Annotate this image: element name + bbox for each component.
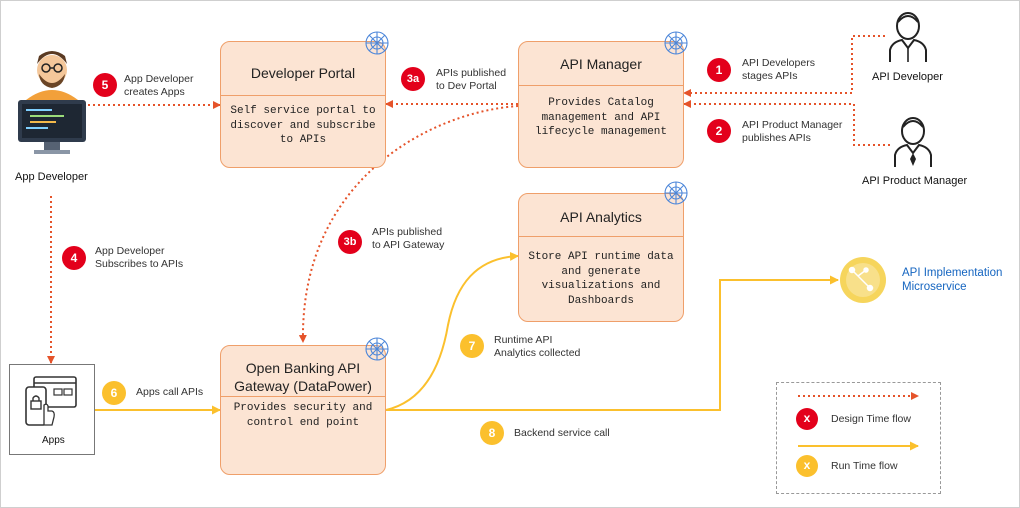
api-analytics-description: Store API runtime data and generate visu… <box>525 250 677 308</box>
developer-portal-description: Self service portal to discover and subs… <box>227 104 379 148</box>
legend: x Design Time flow x Run Time flow <box>776 382 941 494</box>
step-3a-badge: 3a <box>401 67 425 91</box>
step-5-label-line: App Developer <box>95 245 165 257</box>
gateway-title: Open Banking API Gateway (DataPower) <box>221 359 385 395</box>
api-analytics-desc-line: visualizations and <box>541 280 661 292</box>
flow-8-gateway-to-microservice <box>386 275 839 411</box>
step-8-label: Backend service call <box>514 427 610 439</box>
network-icon <box>664 181 688 205</box>
gateway-description: Provides security and control end point <box>227 401 379 430</box>
microservice-label-line: API Implementation <box>902 267 1003 279</box>
api-manager-title: API Manager <box>560 56 642 72</box>
api-product-manager-label: API Product Manager <box>862 175 968 187</box>
api-developer-icon <box>889 12 927 62</box>
step-2-label-line: API Product Manager <box>742 119 843 131</box>
apps-icon <box>25 376 77 426</box>
step-5-badge: 4 <box>62 246 86 270</box>
microservice-label-line: Microservice <box>902 281 967 293</box>
microservice-label: API Implementation Microservice <box>902 266 1002 294</box>
network-icon <box>664 31 688 55</box>
step-1-label-line: stages APIs <box>742 70 798 82</box>
gateway-divider <box>221 396 385 397</box>
step-6-label: Apps call APIs <box>136 386 204 398</box>
app-developer-label: App Developer <box>15 171 88 183</box>
step-3b-label-line: to API Gateway <box>372 239 445 251</box>
flow-2-product-manager-to-manager <box>683 100 890 146</box>
step-1-label-line: API Developers <box>742 57 815 69</box>
developer-portal-box: Developer Portal Self service portal to … <box>220 41 386 168</box>
step-2-badge: 2 <box>707 119 731 143</box>
step-6-badge: 6 <box>102 381 126 405</box>
step-2-label: API Product Manager publishes APIs <box>742 119 842 145</box>
flow-1-api-developer-to-manager <box>683 35 885 97</box>
developer-portal-desc-line: to APIs <box>279 134 327 146</box>
network-icon <box>365 31 389 55</box>
legend-runtime-label: Run Time flow <box>831 460 898 472</box>
step-4-label: App Developer creates Apps <box>124 73 193 99</box>
microservice-icon <box>840 257 886 303</box>
api-analytics-title: API Analytics <box>560 209 642 225</box>
step-3a-label: APIs published to Dev Portal <box>436 67 506 93</box>
step-5-label: App Developer Subscribes to APIs <box>95 245 183 271</box>
gateway-desc-line: Provides security and <box>233 402 373 414</box>
flow-7-gateway-to-analytics <box>385 251 519 411</box>
step-7-label-line: Analytics collected <box>494 347 581 359</box>
step-7-badge: 7 <box>460 334 484 358</box>
step-4-label-line: App Developer <box>124 73 194 85</box>
step-3a-label-line: APIs published <box>436 67 507 79</box>
step-3a-label-line: to Dev Portal <box>436 80 497 92</box>
developer-portal-desc-line: discover and subscribe <box>230 119 376 132</box>
step-4-label-line: creates Apps <box>124 86 185 98</box>
api-analytics-desc-line: Store API runtime data <box>528 251 674 263</box>
legend-runtime-badge: x <box>796 455 818 477</box>
step-8-badge: 8 <box>480 421 504 445</box>
api-manager-description: Provides Catalog management and API life… <box>525 96 677 140</box>
step-3b-label-line: APIs published <box>372 226 443 238</box>
developer-portal-desc-line: Self service portal to <box>230 105 376 117</box>
api-manager-divider <box>519 85 683 86</box>
step-4-badge: 5 <box>93 73 117 97</box>
gateway-title-line: Open Banking API <box>245 360 361 376</box>
api-analytics-desc-line: and generate <box>561 265 641 278</box>
apps-box: Apps <box>9 364 95 455</box>
api-manager-desc-line: lifecycle management <box>534 126 668 138</box>
legend-design-label: Design Time flow <box>831 413 911 425</box>
api-manager-box: API Manager Provides Catalog management … <box>518 41 684 168</box>
app-developer-icon <box>18 51 86 154</box>
developer-portal-divider <box>221 95 385 96</box>
api-analytics-desc-line: Dashboards <box>567 294 634 307</box>
step-7-label-line: Runtime API <box>494 334 553 346</box>
developer-portal-title: Developer Portal <box>250 65 356 81</box>
apps-label: Apps <box>42 435 65 446</box>
step-1-badge: 1 <box>707 58 731 82</box>
api-product-manager-icon <box>894 117 932 167</box>
step-3b-badge: 3b <box>338 230 362 254</box>
step-2-label-line: publishes APIs <box>742 132 811 144</box>
gateway-desc-line: control end point <box>246 416 360 429</box>
step-7-label: Runtime API Analytics collected <box>494 334 580 360</box>
gateway-box: Open Banking API Gateway (DataPower) Pro… <box>220 345 386 475</box>
api-analytics-divider <box>519 236 683 237</box>
gateway-title-line: Gateway (DataPower) <box>234 378 372 394</box>
api-developer-label: API Developer <box>872 71 943 83</box>
step-5-label-line: Subscribes to APIs <box>95 258 184 270</box>
api-analytics-box: API Analytics Store API runtime data and… <box>518 193 684 322</box>
legend-design-badge: x <box>796 408 818 430</box>
api-manager-desc-line: management and API <box>541 111 661 124</box>
api-manager-desc-line: Provides Catalog <box>548 97 654 109</box>
step-1-label: API Developers stages APIs <box>742 57 815 83</box>
network-icon <box>365 337 389 361</box>
step-3b-label: APIs published to API Gateway <box>372 226 444 252</box>
